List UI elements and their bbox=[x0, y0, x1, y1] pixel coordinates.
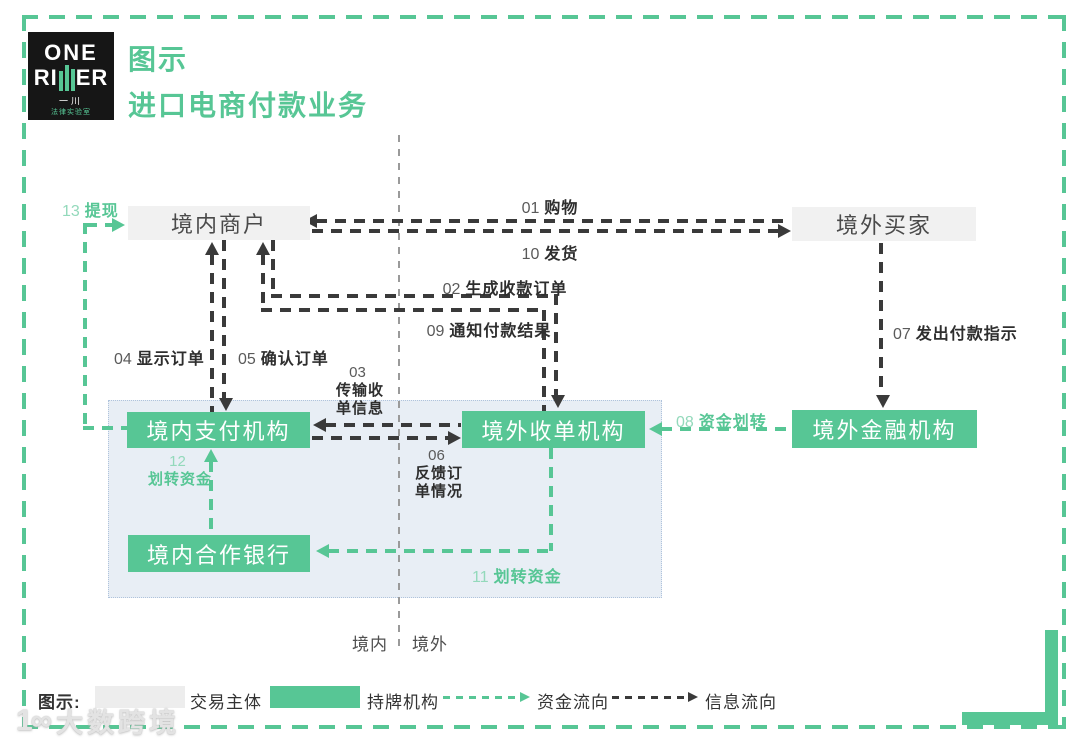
flow-07-arrowhead-icon bbox=[876, 395, 890, 408]
legend-fund-flow-label: 资金流向 bbox=[537, 693, 609, 712]
flow-09-connector bbox=[261, 308, 544, 312]
corner-accent bbox=[962, 630, 1058, 725]
flow-12-connector bbox=[209, 461, 213, 535]
flow-09-connector bbox=[261, 254, 265, 310]
flow-12-arrowhead-icon bbox=[204, 449, 218, 462]
flow-02-connector bbox=[271, 240, 275, 296]
flow-11-connector bbox=[549, 448, 553, 551]
legend-licensed-label: 持牌机构 bbox=[367, 693, 439, 712]
flow-10-connector bbox=[312, 229, 778, 233]
flow-12-label: 12 划转资金 bbox=[147, 453, 212, 488]
flow-01-connector bbox=[316, 219, 790, 223]
flow-04-arrowhead-icon bbox=[205, 242, 219, 255]
flow-10-arrowhead-icon bbox=[778, 224, 791, 238]
flow-06-arrowhead-icon bbox=[448, 431, 461, 445]
legend-gray-swatch bbox=[95, 686, 185, 708]
logo-subtitle-lab: 法律实验室 bbox=[51, 109, 91, 116]
flow-07-connector bbox=[879, 243, 883, 395]
legend-info-flow-label: 信息流向 bbox=[705, 693, 777, 712]
legend-title: 图示: bbox=[38, 693, 81, 712]
frame-right-border bbox=[1062, 15, 1066, 729]
node-domestic-partner-bank: 境内合作银行 bbox=[128, 535, 310, 572]
legend-info-flow-line bbox=[612, 696, 688, 699]
node-overseas-financial-institution: 境外金融机构 bbox=[792, 410, 977, 448]
page-subtitle: 进口电商付款业务 bbox=[128, 90, 369, 121]
logo-line1: ONE bbox=[44, 40, 98, 65]
flow-05-connector bbox=[222, 240, 226, 399]
flow-09-arrowhead-icon bbox=[256, 242, 270, 255]
logo-bar-icon bbox=[64, 65, 69, 91]
flow-11-connector bbox=[328, 549, 553, 553]
flow-05-arrowhead-icon bbox=[219, 398, 233, 411]
frame-top-border bbox=[22, 15, 1066, 19]
node-domestic-payment-institution: 境内支付机构 bbox=[127, 412, 310, 448]
flow-06-connector bbox=[312, 436, 449, 440]
one-river-logo: ONE RI ER 一川 法律实验室 bbox=[28, 32, 114, 120]
node-domestic-merchant: 境内商户 bbox=[128, 206, 310, 240]
flow-03-arrowhead-icon bbox=[313, 418, 326, 432]
logo-line2-right: ER bbox=[75, 65, 109, 90]
flow-02-arrowhead-icon bbox=[551, 395, 565, 408]
watermark-text: 大数跨境 bbox=[56, 708, 181, 738]
flow-08-connector bbox=[661, 427, 790, 431]
flow-08-arrowhead-icon bbox=[649, 422, 662, 436]
flow-11-arrowhead-icon bbox=[316, 544, 329, 558]
legend-info-flow-arrowhead-icon bbox=[688, 692, 698, 702]
page-title: 图示 bbox=[128, 44, 189, 75]
logo-bar-icon bbox=[70, 69, 75, 91]
legend-fund-flow-line bbox=[443, 696, 520, 699]
node-overseas-acquirer: 境外收单机构 bbox=[462, 411, 645, 448]
logo-subtitle-cn: 一川 bbox=[58, 96, 83, 106]
frame-bottom-border bbox=[22, 725, 1066, 729]
legend-green-swatch bbox=[270, 686, 360, 708]
watermark-logo-icon: 1∞ bbox=[16, 703, 52, 737]
region-label-overseas: 境外 bbox=[412, 635, 448, 654]
flow-04-connector bbox=[210, 254, 214, 412]
dashukuajing-watermark: 1∞ 大数跨境 bbox=[16, 701, 180, 740]
flow-13-arrowhead-icon bbox=[112, 218, 125, 232]
legend-trade-subject-label: 交易主体 bbox=[190, 693, 262, 712]
flow-02-connector bbox=[554, 294, 558, 395]
node-overseas-buyer: 境外买家 bbox=[792, 207, 976, 241]
flow-06-label: 06 反馈订 单情况 bbox=[414, 447, 463, 500]
flow-09-connector bbox=[542, 310, 546, 411]
flow-02-connector bbox=[271, 294, 558, 298]
logo-line2: RI ER bbox=[28, 65, 114, 91]
logo-line2-left: RI bbox=[33, 65, 58, 90]
frame-left-border bbox=[22, 15, 26, 729]
flow-03-connector bbox=[325, 423, 461, 427]
flow-13-connector bbox=[83, 426, 127, 430]
flow-03-label: 03 传输收 单信息 bbox=[335, 364, 384, 417]
domestic-overseas-divider bbox=[398, 135, 400, 650]
flow-13-connector bbox=[86, 223, 114, 227]
logo-bar-icon bbox=[58, 71, 63, 91]
flow-13-connector bbox=[83, 223, 87, 428]
region-label-domestic: 境内 bbox=[352, 635, 388, 654]
legend-fund-flow-arrowhead-icon bbox=[520, 692, 530, 702]
